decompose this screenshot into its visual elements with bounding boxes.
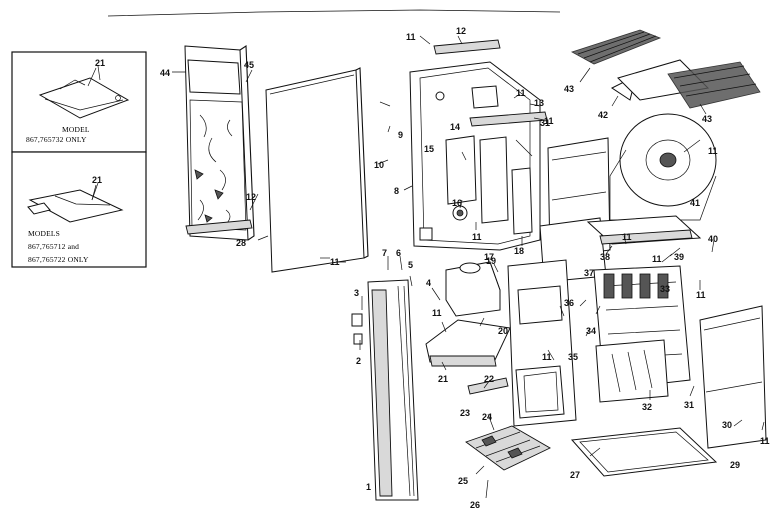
callout-5: 5 [408,260,413,270]
callout-33: 33 [660,284,670,294]
inset-top-part-label: 21 [95,58,105,68]
callout-15: 15 [424,144,434,154]
callout-4: 4 [426,278,431,288]
right-side-panel-29 [699,305,767,449]
callout-3: 3 [354,288,359,298]
callout-40: 40 [708,234,718,244]
callout-35: 35 [568,352,578,362]
callout-11b: 11 [516,88,526,98]
callout-12a: 12 [456,26,466,36]
callout-34: 34 [586,326,596,336]
callout-12b: 12 [246,192,256,202]
callout-2: 2 [356,356,361,366]
inset-bottom-part-label: 21 [92,175,102,185]
callout-11l: 11 [760,436,770,446]
callout-37: 37 [584,268,594,278]
callout-7: 7 [382,248,387,258]
callout-30: 30 [722,420,732,430]
callout-16: 16 [452,198,462,208]
callout-32: 32 [642,402,652,412]
callout-38: 38 [600,252,610,262]
callout-11k: 11 [708,146,718,156]
top-border-line [107,9,561,17]
filter-door-panel [184,45,255,241]
callout-43b: 43 [702,114,712,124]
callout-11j: 11 [696,290,706,300]
heat-exchanger-32 [593,265,691,403]
center-panel-22 [507,259,577,427]
callout-29: 29 [730,460,740,470]
callout-42: 42 [598,110,608,120]
callout-18: 18 [514,246,524,256]
top-filter-grille [570,29,662,65]
inset-bottom-caption-1: MODELS [28,229,60,238]
callout-22: 22 [484,374,494,384]
callout-8: 8 [394,186,399,196]
callout-44: 44 [160,68,170,78]
callout-17: 17 [484,252,494,262]
bottom-pan-27 [570,427,718,477]
callout-45: 45 [244,60,254,70]
filter-43-right [667,61,761,109]
bracket-23 [467,377,509,395]
callout-11a: 11 [406,32,416,42]
inset-bottom-caption-2: 867,765712 and [28,242,79,251]
side-panel-28 [265,67,369,273]
callout-11h: 11 [622,232,632,242]
callout-19: 19 [486,256,496,266]
callout-24: 24 [482,412,492,422]
cabinet-top-frame [409,39,548,251]
burner-shelf-21 [425,319,511,367]
callout-41: 41 [690,198,700,208]
callout-11c: 11 [544,116,554,126]
callout-14: 14 [450,122,460,132]
callout-39: 39 [674,252,684,262]
callout-11e: 11 [330,257,340,267]
callout-10: 10 [374,160,384,170]
callout-13: 13 [534,98,544,108]
callout-43a: 43 [564,84,574,94]
callout-31a: 31 [684,400,694,410]
callout-26: 26 [470,500,480,510]
callout-labels: 1 2 3 4 5 6 7 8 9 10 11 11 11 11 11 11 1… [160,26,770,510]
callout-27: 27 [570,470,580,480]
inset-top-caption-2: 867,765732 ONLY [26,135,87,144]
callout-28: 28 [236,238,246,248]
inset-bottom-caption-3: 867,765722 ONLY [28,255,89,264]
callout-11g: 11 [542,352,552,362]
callout-25: 25 [458,476,468,486]
leader-lines [91,35,765,499]
inset-box-top [11,51,147,153]
callout-11d: 11 [472,232,482,242]
callout-11f: 11 [432,308,442,318]
callout-31b: 31 [540,118,550,128]
callout-36: 36 [564,298,574,308]
callout-20: 20 [498,326,508,336]
burner-assembly-24 [465,425,551,471]
callout-11i: 11 [652,254,662,264]
callout-23: 23 [460,408,470,418]
callout-9: 9 [398,130,403,140]
callout-1: 1 [366,482,371,492]
control-box-19 [445,261,501,317]
inset-box-bottom [11,151,147,268]
callout-21: 21 [438,374,448,384]
callout-6: 6 [396,248,401,258]
inset-top-caption-1: MODEL [62,125,90,134]
front-door-1 [351,279,419,501]
